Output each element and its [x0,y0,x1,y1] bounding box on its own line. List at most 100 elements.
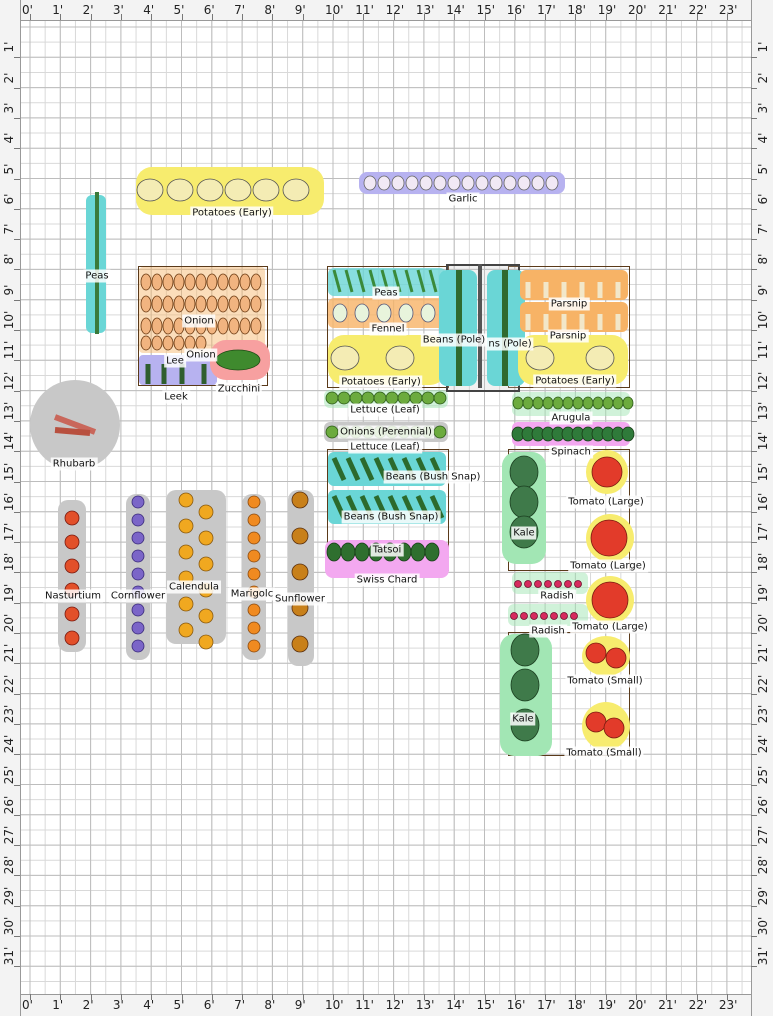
label-calendula: Calendula [167,580,221,594]
ruler-y-tick [751,511,757,513]
ruler-y-label: 26' [2,795,16,815]
ruler-y-tick [14,117,20,119]
ruler-y-tick [751,814,757,816]
ruler-x-label: 3' [112,3,124,17]
ruler-x-label: 15' [476,998,496,1012]
hl-parsnip-1[interactable] [520,270,628,300]
label-sunflower: Sunflower [273,592,327,606]
ruler-y-tick [14,784,20,786]
ruler-x-label: 13' [415,998,435,1012]
label-potatoes-mid: Potatoes (Early) [339,375,423,389]
ruler-x-tick [545,994,547,1000]
ruler-y-tick [751,451,757,453]
ruler-x-label: 5' [173,998,185,1012]
ruler-y-label: 26' [756,795,770,815]
ruler-x-tick [696,14,698,20]
hl-radish-2[interactable] [508,604,588,626]
ruler-y-tick [14,936,20,937]
hl-tomato-small-1[interactable] [582,636,630,676]
label-rhubarb: Rhubarb [50,457,98,471]
bed-onion[interactable] [138,266,268,386]
right-ruler [751,0,773,1016]
ruler-x-label: 13' [415,3,435,17]
ruler-y-label: 25' [756,765,770,784]
ruler-y-label: 16' [2,492,16,512]
ruler-x-label: 14' [446,3,465,17]
ruler-x-label: 4' [143,3,155,17]
hl-sunflower[interactable] [288,490,314,666]
ruler-y-tick [751,602,757,604]
ruler-y-label: 30' [756,916,770,936]
ruler-y-tick [751,208,757,210]
ruler-y-label: 28' [756,856,770,875]
ruler-x-label: 21' [658,998,677,1012]
ruler-x-label: 4' [143,998,155,1012]
label-tomato-small-1: Tomato (Small) [565,674,645,688]
ruler-x-tick [272,994,274,1000]
ruler-x-label: 2' [82,3,94,17]
label-nasturtium: Nasturtium [43,589,103,603]
ruler-y-tick [751,845,757,847]
label-cornflower: Cornflower [108,589,168,603]
hl-garlic[interactable] [359,172,565,194]
hl-beans-pole-1[interactable] [439,270,477,386]
ruler-y-label: 27' [756,825,770,845]
ruler-y-label: 21' [2,644,16,663]
label-kale-1: Kale [511,526,537,540]
hl-peas-left[interactable] [86,195,106,333]
ruler-x-label: 8' [264,998,276,1012]
ruler-x-label: 0' [22,3,33,17]
ruler-x-tick [242,994,244,1000]
ruler-y-label: 17' [756,522,770,542]
hl-marigold[interactable] [242,494,266,660]
ruler-y-tick [14,875,20,877]
label-swiss-chard: Swiss Chard [354,573,420,587]
ruler-y-tick [14,814,20,816]
label-potatoes-top: Potatoes (Early) [190,206,274,220]
ruler-x-label: 0' [22,998,33,1012]
hl-rhubarb[interactable] [30,380,120,470]
label-radish-1: Radish [538,589,576,603]
ruler-y-tick [14,208,20,210]
ruler-x-tick [272,14,274,20]
label-fennel: Fennel [369,322,407,336]
ruler-x-tick [726,994,728,1000]
hl-tomato-large-3[interactable] [586,576,634,624]
ruler-y-tick [751,57,757,59]
ruler-x-label: 19' [597,3,617,17]
ruler-y-tick [751,87,757,89]
ruler-x-tick [181,994,183,1000]
ruler-x-label: 2' [82,998,94,1012]
ruler-y-label: 23' [2,704,16,724]
ruler-x-tick [151,994,153,1000]
ruler-y-label: 30' [2,916,16,936]
ruler-y-tick [14,602,20,604]
ruler-y-label: 18' [756,553,770,572]
label-leek-1: Lee [164,354,186,368]
hl-kale-2[interactable] [500,634,552,756]
ruler-x-tick [211,994,213,1000]
ruler-x-label: 16' [506,3,526,17]
hl-tomato-large-2[interactable] [586,514,634,562]
label-onions-perennial: Onions (Perennial) [338,425,434,439]
hl-calendula[interactable] [166,490,226,644]
ruler-x-tick [666,14,668,20]
hl-tomato-small-2[interactable] [582,702,630,750]
hl-spinach[interactable] [512,422,630,446]
ruler-x-tick [333,994,334,1000]
hl-zucchini[interactable] [210,340,270,380]
label-marigold: Marigolc [228,587,276,601]
ruler-x-tick [30,994,31,1000]
ruler-x-label: 20' [628,3,647,17]
ruler-x-label: 6' [203,3,215,17]
ruler-x-tick [696,994,698,1000]
ruler-y-tick [14,511,20,513]
hl-kale-1[interactable] [502,452,546,564]
ruler-y-label: 8' [2,253,16,265]
label-lettuce-2: Lettuce (Leaf) [348,440,422,454]
hl-cornflower[interactable] [126,494,150,660]
hl-nasturtium[interactable] [58,500,86,652]
label-tomato-small-2: Tomato (Small) [564,746,644,760]
ruler-x-tick [90,994,92,1000]
